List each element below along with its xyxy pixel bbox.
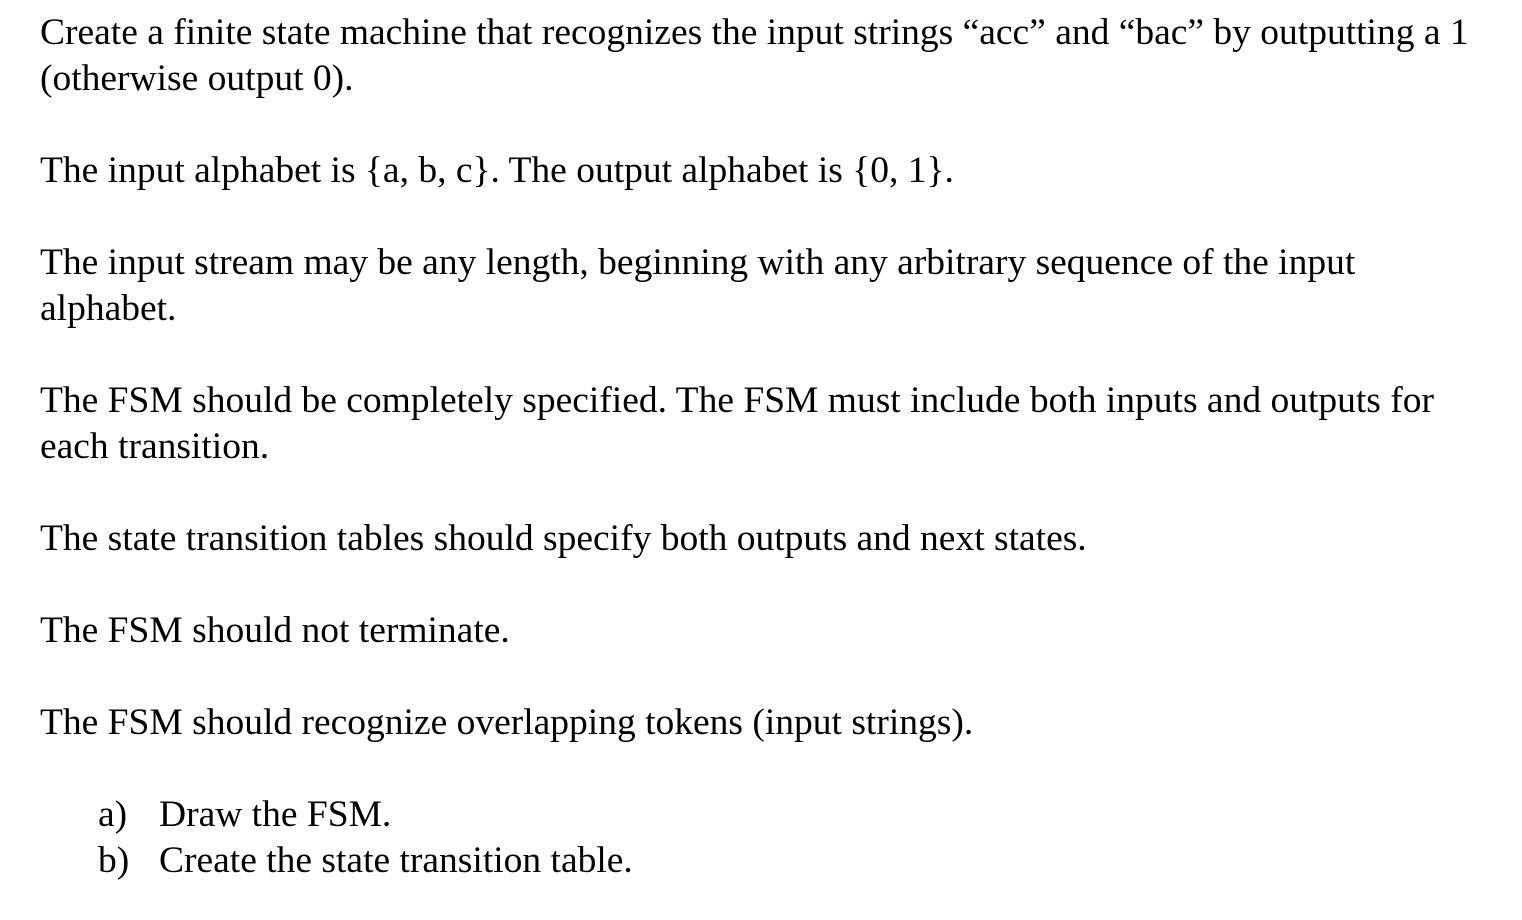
problem-statement: Create a finite state machine that recog… (40, 12, 1469, 99)
overlap-spec: The FSM should recognize overlapping tok… (40, 702, 974, 743)
task-item-a: a) Draw the FSM. (98, 792, 1500, 838)
task-marker: a) (98, 794, 128, 835)
alphabet-spec: The input alphabet is {a, b, c}. The out… (40, 150, 954, 191)
task-marker: b) (98, 840, 130, 881)
input-stream-spec: The input stream may be any length, begi… (40, 242, 1356, 329)
task-list: a) Draw the FSM. b) Create the state tra… (40, 792, 1500, 884)
termination-spec: The FSM should not terminate. (40, 610, 510, 651)
completeness-spec: The FSM should be completely specified. … (40, 380, 1434, 467)
transition-table-spec: The state transition tables should speci… (40, 518, 1087, 559)
task-text: Create the state transition table. (159, 840, 633, 881)
document-page: Create a finite state machine that recog… (40, 10, 1500, 884)
task-text: Draw the FSM. (159, 794, 392, 835)
task-item-b: b) Create the state transition table. (98, 838, 1500, 884)
